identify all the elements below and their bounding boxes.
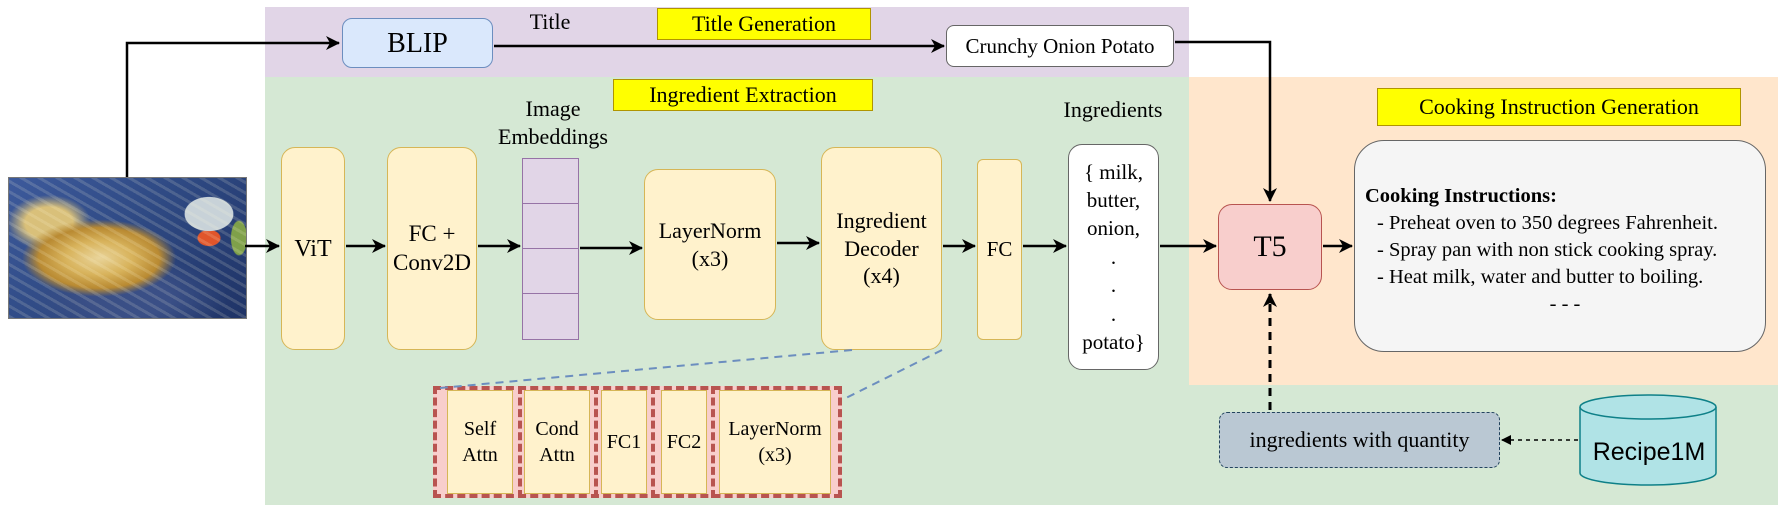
cooking-instructions-title: Cooking Instructions: [1365, 185, 1557, 207]
decoder-divider [711, 386, 715, 498]
recipe1m-database-icon [1579, 394, 1717, 486]
decoder-line1: Ingredient [836, 208, 927, 234]
instruction-step: - Preheat oven to 350 degrees Fahrenheit… [1377, 212, 1718, 235]
fc-conv2d-block: FC + Conv2D [387, 147, 477, 350]
decoder-line3: (x4) [863, 263, 900, 289]
generated-title-box: Crunchy Onion Potato [946, 25, 1174, 67]
fc-conv-line2: Conv2D [393, 249, 471, 275]
instruction-step: - Heat milk, water and butter to boiling… [1377, 266, 1704, 289]
instruction-ellipsis: - - - [1549, 293, 1581, 316]
cooking-instruction-generation-tag: Cooking Instruction Generation [1377, 88, 1741, 126]
decoder-divider [518, 386, 522, 498]
cooking-instructions-box: Cooking Instructions: - Preheat oven to … [1354, 140, 1766, 352]
embedding-cell [523, 249, 578, 294]
layernorm-line2: (x3) [691, 245, 729, 271]
ingredient-item: butter, [1086, 188, 1141, 213]
decoder-divider [594, 386, 598, 498]
fc-conv-line1: FC + [408, 220, 456, 246]
ingredient-ellipsis-dot: . [1110, 244, 1117, 269]
layernorm-line1: LayerNorm [658, 218, 762, 243]
embeddings-label-line1: Image [525, 96, 581, 121]
decoder-layernorm-block: LayerNorm (x3) [719, 390, 831, 494]
zoom-line-right [841, 349, 943, 401]
title-label: Title [529, 9, 571, 34]
decoder-line2: Decoder [844, 235, 919, 261]
self-attn-line1: Self [463, 418, 497, 440]
ingredients-with-quantity-box: ingredients with quantity [1219, 412, 1500, 468]
ingredients-label: Ingredients [1063, 97, 1163, 122]
dec-layernorm-line2: (x3) [758, 444, 792, 466]
arrow-image-to-blip [125, 36, 340, 177]
decoder-divider [651, 386, 655, 498]
image-embeddings-label: Image Embeddings [478, 95, 628, 150]
ingredient-item: { milk, [1083, 159, 1144, 184]
instruction-step: - Spray pan with non stick cooking spray… [1377, 239, 1718, 262]
blip-block: BLIP [342, 18, 493, 68]
t5-block: T5 [1218, 204, 1322, 290]
cond-attn-line1: Cond [535, 418, 579, 440]
embeddings-label-line2: Embeddings [498, 123, 608, 149]
cond-attn-line2: Attn [539, 444, 575, 466]
image-embeddings-stack [522, 158, 579, 340]
recipe1m-label: Recipe1M [1592, 438, 1706, 466]
embedding-cell [523, 204, 578, 249]
title-generation-tag: Title Generation [657, 8, 871, 40]
ingredient-ellipsis-dot: . [1110, 301, 1117, 326]
arrow-title-to-t5 [1175, 40, 1277, 202]
embedding-cell [523, 159, 578, 204]
layernorm-block: LayerNorm(x3) [644, 169, 776, 320]
decoder-fc1-block: FC1 [601, 390, 647, 494]
ingredient-ellipsis-dot: . [1110, 273, 1117, 298]
self-attn-line2: Attn [462, 444, 498, 466]
decoder-fc2-block: FC2 [661, 390, 707, 494]
ingredient-item: onion, [1086, 216, 1141, 241]
dec-layernorm-line1: LayerNorm [728, 418, 822, 440]
ingredient-extraction-tag: Ingredient Extraction [613, 79, 873, 111]
input-food-image [8, 177, 247, 319]
fc-block: FC [977, 159, 1022, 340]
zoom-line-left [439, 349, 853, 389]
vit-block: ViT [281, 147, 345, 350]
ingredient-item: potato} [1082, 329, 1145, 354]
ingredients-list-box: { milk, butter, onion, . . . potato} [1068, 144, 1159, 370]
